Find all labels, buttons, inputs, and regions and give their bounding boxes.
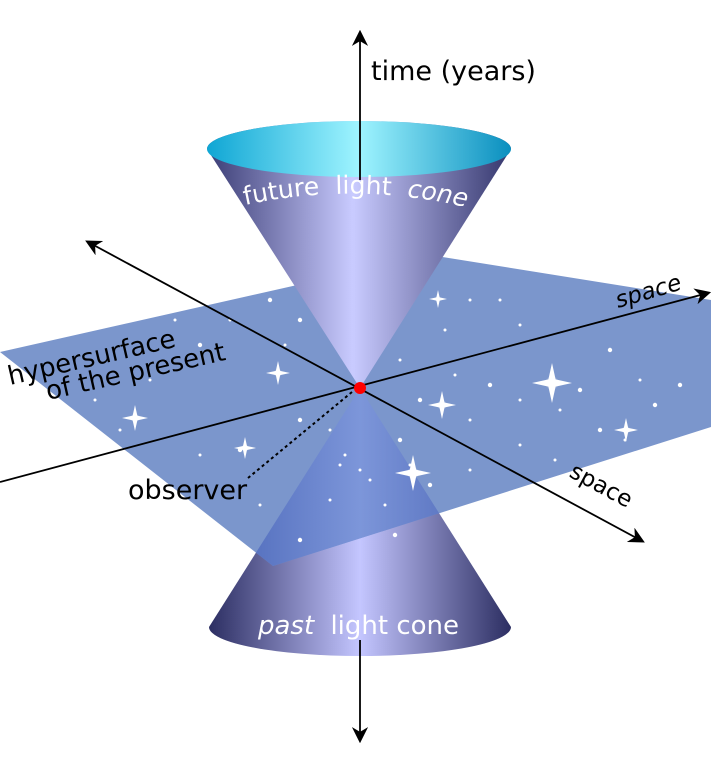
star-dot [638, 378, 642, 382]
time-axis-label: time (years) [371, 56, 536, 87]
star-dot [397, 437, 403, 443]
star-glow [621, 425, 631, 435]
star-dot [338, 463, 342, 467]
star-dot [652, 402, 658, 408]
star-dot [392, 532, 398, 538]
star-dot [297, 417, 303, 423]
star-dot [498, 298, 502, 302]
future-cone-rim [207, 121, 511, 177]
star-dot [398, 358, 402, 362]
star-glow [273, 368, 283, 378]
star-dot [443, 328, 447, 332]
star-dot [597, 427, 603, 433]
star-dot [518, 443, 522, 447]
star-dot [677, 382, 683, 388]
star-glow [406, 466, 420, 480]
star-dot [328, 498, 332, 502]
past-light-cone-label: past light cone [257, 611, 459, 641]
past-word: past [257, 611, 315, 641]
star-glow [545, 376, 559, 390]
star-dot [577, 387, 583, 393]
light-cone-words: light cone [330, 611, 459, 641]
star-dot [118, 428, 122, 432]
star-dot [267, 297, 273, 303]
star-dot [468, 298, 472, 302]
star-glow [434, 295, 442, 303]
star-dot [368, 478, 372, 482]
star-dot [328, 428, 332, 432]
star-dot [518, 398, 522, 402]
star-dot [558, 408, 562, 412]
star-dot [297, 317, 303, 323]
star-dot [173, 318, 177, 322]
star-dot [93, 398, 97, 402]
star-dot [427, 482, 433, 488]
star-dot [198, 453, 202, 457]
star-dot [358, 468, 362, 472]
future-light-cone [207, 121, 511, 388]
star-glow [437, 400, 447, 410]
star-dot [383, 503, 387, 507]
star-dot [553, 458, 557, 462]
star-dot [518, 323, 522, 327]
light-word: light [335, 171, 393, 202]
observer-pointer [247, 391, 353, 479]
observer-label: observer [128, 475, 248, 506]
star-dot [607, 347, 613, 353]
star-dot [468, 468, 472, 472]
star-dot [468, 418, 472, 422]
red-dot-icon [354, 382, 366, 394]
star-dot [283, 343, 287, 347]
star-dot [258, 503, 262, 507]
star-dot [487, 382, 493, 388]
star-dot [297, 537, 303, 543]
star-glow [241, 444, 249, 452]
star-dot [343, 453, 347, 457]
space-axis-diagonal [85, 240, 645, 543]
star-dot [417, 397, 423, 403]
star-glow [130, 413, 140, 423]
star-dot [453, 373, 457, 377]
